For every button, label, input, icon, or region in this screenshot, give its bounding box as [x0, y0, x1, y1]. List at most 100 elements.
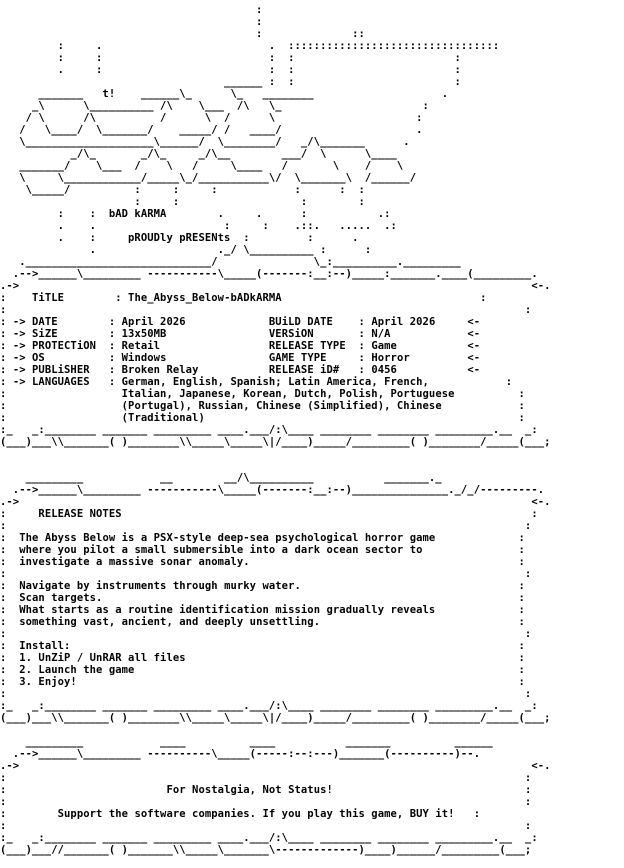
- info-spacer: : :: [0, 304, 532, 316]
- info-top-border-2: .-> <-.: [0, 280, 551, 292]
- logo-line: : : : : :: [0, 52, 461, 64]
- notes-line-row: : 1. UnZiP / UnRAR all files :: [0, 652, 525, 664]
- spacer: [0, 448, 624, 460]
- footer-line1: For Nostalgia, Not Status!: [166, 784, 333, 796]
- notes-line: What starts as a routine identification …: [19, 604, 436, 616]
- notes-line-row: : 2. Launch the game :: [0, 664, 525, 676]
- notes-line: 1. UnZiP / UnRAR all files: [19, 652, 186, 664]
- logo-line: ______ : : :: [0, 76, 461, 88]
- info-label: -> PROTECTiON: [12, 340, 97, 352]
- info-value: Broken Relay: [121, 364, 199, 376]
- info-label: -> SiZE: [12, 328, 58, 340]
- info-row: : -> SiZE : 13x50MB VERSiON : N/A <-: [0, 328, 481, 340]
- notes-body: : The Abyss Below is a PSX-style deep-se…: [0, 532, 624, 700]
- info-label: -> PUBLiSHER: [12, 364, 90, 376]
- info-label: RELEASE iD#: [268, 364, 340, 376]
- title-label: TiTLE: [32, 292, 65, 304]
- logo-line: : . . :::::::::::::::::::::::::::::::::: [0, 40, 500, 52]
- footer-top-border-2: .-->______\_________ ----------\_____(--…: [0, 748, 481, 760]
- logo-line: ._____________________________/ \_:_____…: [0, 256, 461, 268]
- spacer: [0, 724, 624, 736]
- info-value: Windows: [121, 352, 167, 364]
- info-value: April 2026: [371, 316, 436, 328]
- logo-line: / \ /\ / \ / \ :: [0, 112, 423, 124]
- info-value: 0456: [371, 364, 397, 376]
- info-value: German, English, Spanish; Latin America,…: [121, 376, 429, 388]
- release-notes-box: _________ __ __/\__________ _______._ .-…: [0, 472, 624, 724]
- info-row: : (Portugal), Russian, Chinese (Simplifi…: [0, 400, 525, 412]
- languages-continued: : Italian, Japanese, Korean, Dutch, Poli…: [0, 388, 624, 424]
- languages-line: (Portugal), Russian, Chinese (Simplified…: [121, 400, 442, 412]
- logo-line: . ._/ \__________ : :: [0, 244, 372, 256]
- notes-line: where you pilot a small submersible into…: [19, 544, 423, 556]
- logo-line: _______ t! ______\_ \_ ________ .: [0, 88, 449, 100]
- notes-line: Navigate by instruments through murky wa…: [19, 580, 301, 592]
- notes-line: Install:: [19, 640, 71, 652]
- info-row: : (Traditional) :: [0, 412, 525, 424]
- info-rows: : -> DATE : April 2026 BUiLD DATE : Apri…: [0, 316, 624, 388]
- notes-bottom-border-2: (___)___\\_______( )________\\_____\____…: [0, 712, 551, 724]
- footer-line2: Support the software companies. If you p…: [57, 808, 455, 820]
- logo-ascii-art: : : : :: : . . :::::::::::::::::::::::::…: [0, 4, 624, 268]
- logo-line: : : bAD kARMA . . : .:: [0, 208, 391, 220]
- footer-spacer: : :: [0, 772, 532, 784]
- info-label: -> OS: [12, 352, 45, 364]
- logo-line: \ \____________/_____\_/___________\/ \_…: [0, 172, 417, 184]
- languages-line: Italian, Japanese, Korean, Dutch, Polish…: [121, 388, 455, 400]
- info-value: 13x50MB: [121, 328, 167, 340]
- footer-spacer: : :: [0, 796, 532, 808]
- notes-line-row: : What starts as a routine identificatio…: [0, 604, 525, 616]
- info-row: : -> PUBLiSHER : Broken Relay RELEASE iD…: [0, 364, 481, 376]
- info-value: Game: [371, 340, 397, 352]
- logo-line: : : : :: [0, 196, 365, 208]
- logo-line: . : pROUDly pRESENts : : .: [0, 232, 359, 244]
- notes-line-row: : where you pilot a small submersible in…: [0, 544, 525, 556]
- logo-line: \_____/ : : : : : :: [0, 184, 365, 196]
- logo-line: . . : : .::. ..... .:: [0, 220, 397, 232]
- notes-line: 3. Enjoy!: [19, 676, 77, 688]
- footer-bottom-border: :_ _:________ _______ _________ ____.___…: [0, 832, 538, 844]
- footer-top-border: _________ ____ ____ _______ ______: [0, 736, 493, 748]
- logo-line: _______/ \___ / \ / \____ / \ / \: [0, 160, 404, 172]
- notes-heading: RELEASE NOTES: [38, 508, 122, 520]
- notes-top-border: _________ __ __/\__________ _______._: [0, 472, 442, 484]
- info-bottom-border: :_ _:________ _______ _________ ____.___…: [0, 424, 538, 436]
- info-row: : -> OS : Windows GAME TYPE : Horror <-: [0, 352, 481, 364]
- logo-line: . : : : :: [0, 64, 461, 76]
- footer-bottom-border-2: (___)___//_______( )_______\\_____\_____…: [0, 844, 532, 856]
- info-value: Retail: [121, 340, 161, 352]
- notes-line-row: : Install: :: [0, 640, 525, 652]
- footer-spacer: : :: [0, 820, 532, 832]
- info-label: -> LANGUAGES: [12, 376, 90, 388]
- notes-line: 2. Launch the game: [19, 664, 135, 676]
- notes-line: Scan targets.: [19, 592, 103, 604]
- info-label: RELEASE TYPE: [268, 340, 346, 352]
- logo-line: \____________________\______/ \________/…: [0, 136, 410, 148]
- notes-heading-row: : RELEASE NOTES :: [0, 508, 538, 520]
- logo-line: :: [0, 4, 263, 16]
- info-label: -> DATE: [12, 316, 58, 328]
- notes-spacer: : :: [0, 568, 532, 580]
- info-box: .-->______\_________ -----------\_____(-…: [0, 268, 624, 448]
- languages-line: (Traditional): [121, 412, 205, 424]
- info-top-border: .-->______\_________ -----------\_____(-…: [0, 268, 538, 280]
- footer-line2-row: : Support the software companies. If you…: [0, 808, 481, 820]
- logo-line: _/\_ _/\_ _/\__ ___/ \ \____: [0, 148, 397, 160]
- spacer: [0, 460, 624, 472]
- info-value: N/A: [371, 328, 391, 340]
- notes-line: The Abyss Below is a PSX-style deep-sea …: [19, 532, 436, 544]
- notes-line-row: : investigate a massive sonar anomaly. :: [0, 556, 525, 568]
- notes-line-row: : The Abyss Below is a PSX-style deep-se…: [0, 532, 525, 544]
- logo-line: :: [0, 16, 263, 28]
- info-title-row: : TiTLE : The_Abyss_Below-bADkARMA :: [0, 292, 487, 304]
- notes-spacer: : :: [0, 520, 532, 532]
- info-label: GAME TYPE: [268, 352, 327, 364]
- info-label: VERSiON: [268, 328, 314, 340]
- logo-line: _\ \__________ /\ \___ /\ \_ :: [0, 100, 429, 112]
- notes-line: something vast, ancient, and deeply unse…: [19, 616, 321, 628]
- info-bottom-border-2: (___)___\\_______( )________\\_____\____…: [0, 436, 551, 448]
- info-row: : -> PROTECTiON : Retail RELEASE TYPE : …: [0, 340, 481, 352]
- notes-spacer: : :: [0, 688, 532, 700]
- logo-line: / \____/ \_______/ _____/ / ____/ .: [0, 124, 423, 136]
